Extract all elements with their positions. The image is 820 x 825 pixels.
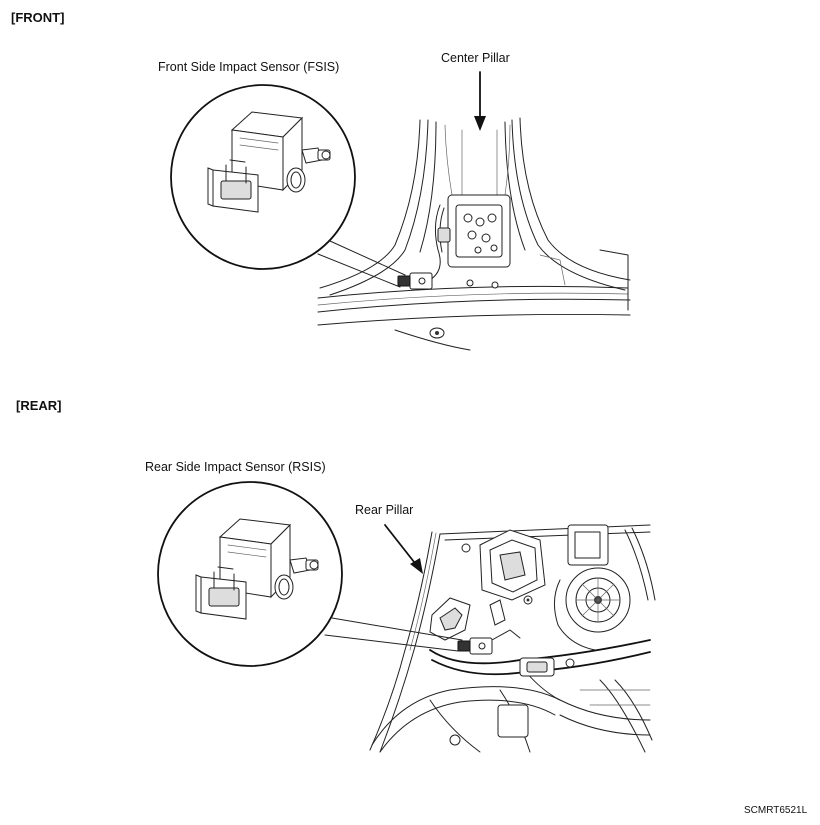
front-retractor-assembly [429, 194, 511, 281]
rsis-detail-sensor [195, 518, 319, 620]
rsis-label: Rear Side Impact Sensor (RSIS) [145, 460, 326, 474]
rear-upper-bracket [461, 529, 546, 605]
rear-side-clip [429, 597, 506, 641]
rear-section-heading: [REAR] [16, 398, 62, 413]
front-section-heading: [FRONT] [11, 10, 65, 25]
rear-pillar-label: Rear Pillar [355, 503, 414, 517]
rear-illustration [157, 481, 656, 753]
rear-pillar-arrow [384, 524, 423, 574]
center-pillar-arrow [474, 71, 486, 131]
center-pillar-label: Center Pillar [441, 51, 510, 65]
rear-wire-harness [429, 639, 651, 701]
fsis-leader-line-upper [329, 240, 406, 276]
fsis-installed-sensor [397, 272, 433, 290]
rsis-detail-circle [157, 481, 343, 667]
figure-code: SCMRT6521L [744, 805, 808, 816]
rear-pillar-body [369, 524, 651, 753]
front-illustration [170, 71, 631, 351]
rsis-leader-line-lower [324, 634, 459, 652]
fsis-detail-sensor [207, 111, 331, 213]
rsis-installed-sensor [457, 629, 521, 655]
center-pillar-body [317, 117, 631, 351]
rear-retractor-wheel [554, 524, 656, 651]
fsis-leader-line-lower [317, 253, 401, 288]
fsis-detail-circle [170, 84, 356, 270]
fsis-label: Front Side Impact Sensor (FSIS) [158, 60, 340, 74]
rsis-leader-line-upper [331, 617, 463, 641]
rear-lower-body [371, 679, 653, 753]
